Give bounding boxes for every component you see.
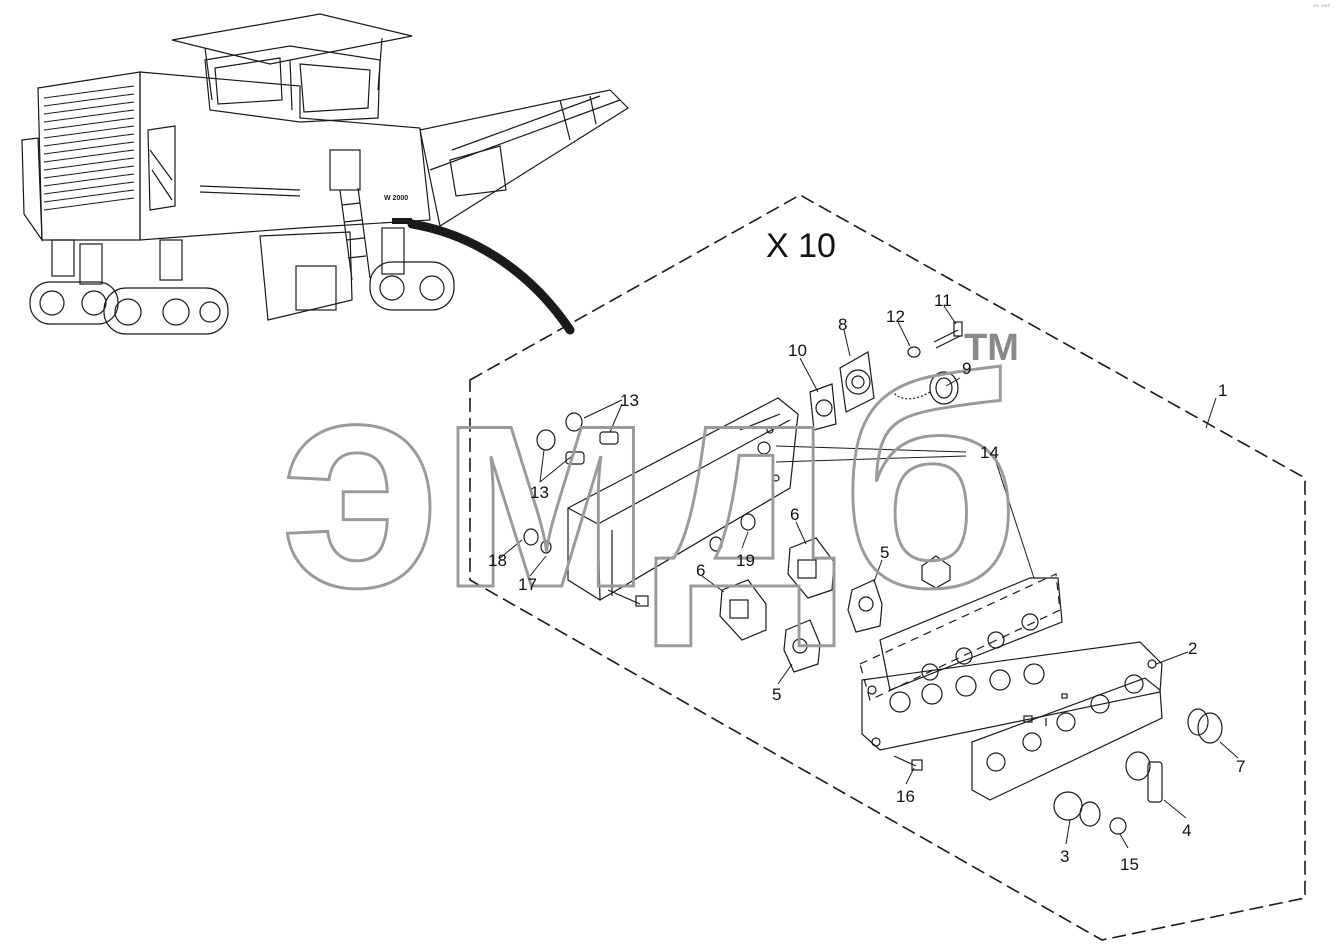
callout-14: 14 xyxy=(980,443,999,462)
callout-9: 9 xyxy=(962,359,971,378)
part-screw-16 xyxy=(893,755,923,771)
control-box-housing xyxy=(567,397,799,601)
machine-illustration: W 2000 xyxy=(21,13,629,335)
front-panel xyxy=(971,674,1163,801)
watermark-text: эмдб xyxy=(280,314,1020,650)
callout-2: 2 xyxy=(1188,639,1197,658)
mounting-panel xyxy=(859,573,1063,701)
callout-15: 15 xyxy=(1120,855,1139,874)
part-washer-12 xyxy=(907,346,921,358)
callout-3: 3 xyxy=(1060,847,1069,866)
part-bulkhead-13a xyxy=(565,412,619,445)
part-screw-box xyxy=(607,589,649,607)
callout-16: 16 xyxy=(896,787,915,806)
part-switch-5a xyxy=(783,619,821,673)
callout-4: 4 xyxy=(1182,821,1191,840)
part-switch-6a xyxy=(719,579,767,641)
part-selector-4 xyxy=(1125,751,1163,803)
detail-boundary xyxy=(469,194,1306,941)
callout-13b: 13 xyxy=(530,483,549,502)
callout-13a: 13 xyxy=(620,391,639,410)
callout-12: 12 xyxy=(886,307,905,326)
callout-19: 19 xyxy=(736,551,755,570)
part-plug-7 xyxy=(1187,708,1223,744)
part-nut-19 xyxy=(709,513,756,552)
part-nut-18-17 xyxy=(523,528,552,554)
part-socket-8 xyxy=(839,351,875,413)
callout-7: 7 xyxy=(1236,757,1245,776)
callout-5b: 5 xyxy=(880,543,889,562)
callout-5a: 5 xyxy=(772,685,781,704)
section-label: X 10 xyxy=(766,227,836,265)
callout-11: 11 xyxy=(934,291,952,310)
part-switch-6b xyxy=(787,537,835,599)
callout-17: 17 xyxy=(518,575,537,594)
callout-labels: 1 2 3 4 5 5 6 6 7 8 9 10 11 12 13 13 14 … xyxy=(488,291,1245,874)
part-screw-11 xyxy=(933,321,963,349)
callout-18: 18 xyxy=(488,551,507,570)
watermark: эмдб TM xyxy=(279,313,1022,652)
location-marker xyxy=(392,218,412,224)
part-keyswitch-3 xyxy=(1053,791,1101,827)
machine-model-plate: W 2000 xyxy=(384,195,408,202)
part-cap-9 xyxy=(891,371,959,405)
part-key-15 xyxy=(1109,817,1127,835)
leader-lines xyxy=(499,305,1239,849)
callout-10: 10 xyxy=(788,341,807,360)
pointer-curve xyxy=(407,219,575,335)
callout-1: 1 xyxy=(1218,381,1227,400)
watermark-tm: TM xyxy=(964,327,1019,369)
callout-8: 8 xyxy=(838,315,847,334)
part-bulkhead-13b xyxy=(536,429,585,465)
corner-mark: °° °°° xyxy=(1313,4,1330,11)
part-switch-5b xyxy=(847,579,883,633)
part-nut-hex xyxy=(921,555,951,589)
callout-6a: 6 xyxy=(696,561,705,580)
callout-6b: 6 xyxy=(790,505,799,524)
part-gasket-10 xyxy=(809,383,837,431)
cover-plate xyxy=(861,641,1163,751)
